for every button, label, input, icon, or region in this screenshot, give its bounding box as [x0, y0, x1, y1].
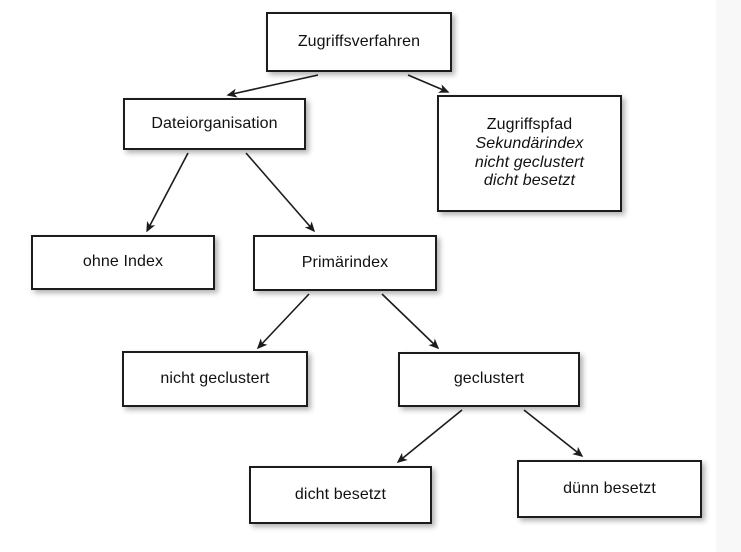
- node-label-line: dünn besetzt: [563, 479, 656, 497]
- node-label-dicht-besetzt: dicht besetzt: [251, 486, 430, 505]
- node-label-geclustert: geclustert: [400, 370, 578, 389]
- node-label-line: geclustert: [453, 370, 525, 388]
- node-dicht-besetzt[interactable]: dicht besetzt: [249, 466, 432, 524]
- node-label-line: nicht geclustert: [474, 153, 585, 171]
- node-label-nicht-geclustert: nicht geclustert: [124, 370, 306, 389]
- edge-geclustert-to-dicht-besetzt: [396, 409, 463, 463]
- right-margin-strip: [716, 0, 741, 552]
- node-label-primaerindex: Primärindex: [255, 254, 435, 273]
- node-label-duenn-besetzt: dünn besetzt: [519, 480, 700, 499]
- node-label-dateiorganisation: Dateiorganisation: [125, 115, 304, 134]
- edge-zugriffsverfahren-to-dateiorganisation: [226, 74, 319, 98]
- node-label-line: Primärindex: [301, 253, 389, 271]
- node-dateiorganisation[interactable]: Dateiorganisation: [123, 98, 306, 150]
- node-label-line: dicht besetzt: [483, 172, 576, 190]
- node-zugriffsverfahren[interactable]: Zugriffsverfahren: [266, 12, 452, 72]
- node-duenn-besetzt[interactable]: dünn besetzt: [517, 460, 702, 518]
- node-label-zugriffsverfahren: Zugriffsverfahren: [268, 33, 450, 52]
- edge-primaerindex-to-geclustert: [381, 293, 440, 350]
- edge-primaerindex-to-nicht-geclustert: [256, 293, 310, 350]
- node-label-line: nicht geclustert: [160, 369, 270, 387]
- node-label-line: Dateiorganisation: [151, 114, 278, 132]
- node-geclustert[interactable]: geclustert: [398, 352, 580, 407]
- edge-geclustert-to-duenn-besetzt: [523, 409, 584, 457]
- node-label-line: Sekundärindex: [475, 134, 584, 152]
- node-label-ohne-index: ohne Index: [33, 253, 213, 272]
- edge-dateiorganisation-to-primaerindex: [245, 152, 316, 233]
- node-label-line: ohne Index: [82, 253, 164, 271]
- node-primaerindex[interactable]: Primärindex: [253, 235, 437, 291]
- node-ohne-index[interactable]: ohne Index: [31, 235, 215, 290]
- node-nicht-geclustert[interactable]: nicht geclustert: [122, 351, 308, 407]
- node-label-line: Zugriffspfad: [486, 116, 573, 134]
- node-label-line: Zugriffsverfahren: [297, 32, 421, 50]
- edge-dateiorganisation-to-ohne-index: [146, 152, 189, 233]
- node-label-line: dicht besetzt: [294, 485, 387, 503]
- edge-zugriffsverfahren-to-zugriffspfad: [407, 74, 450, 93]
